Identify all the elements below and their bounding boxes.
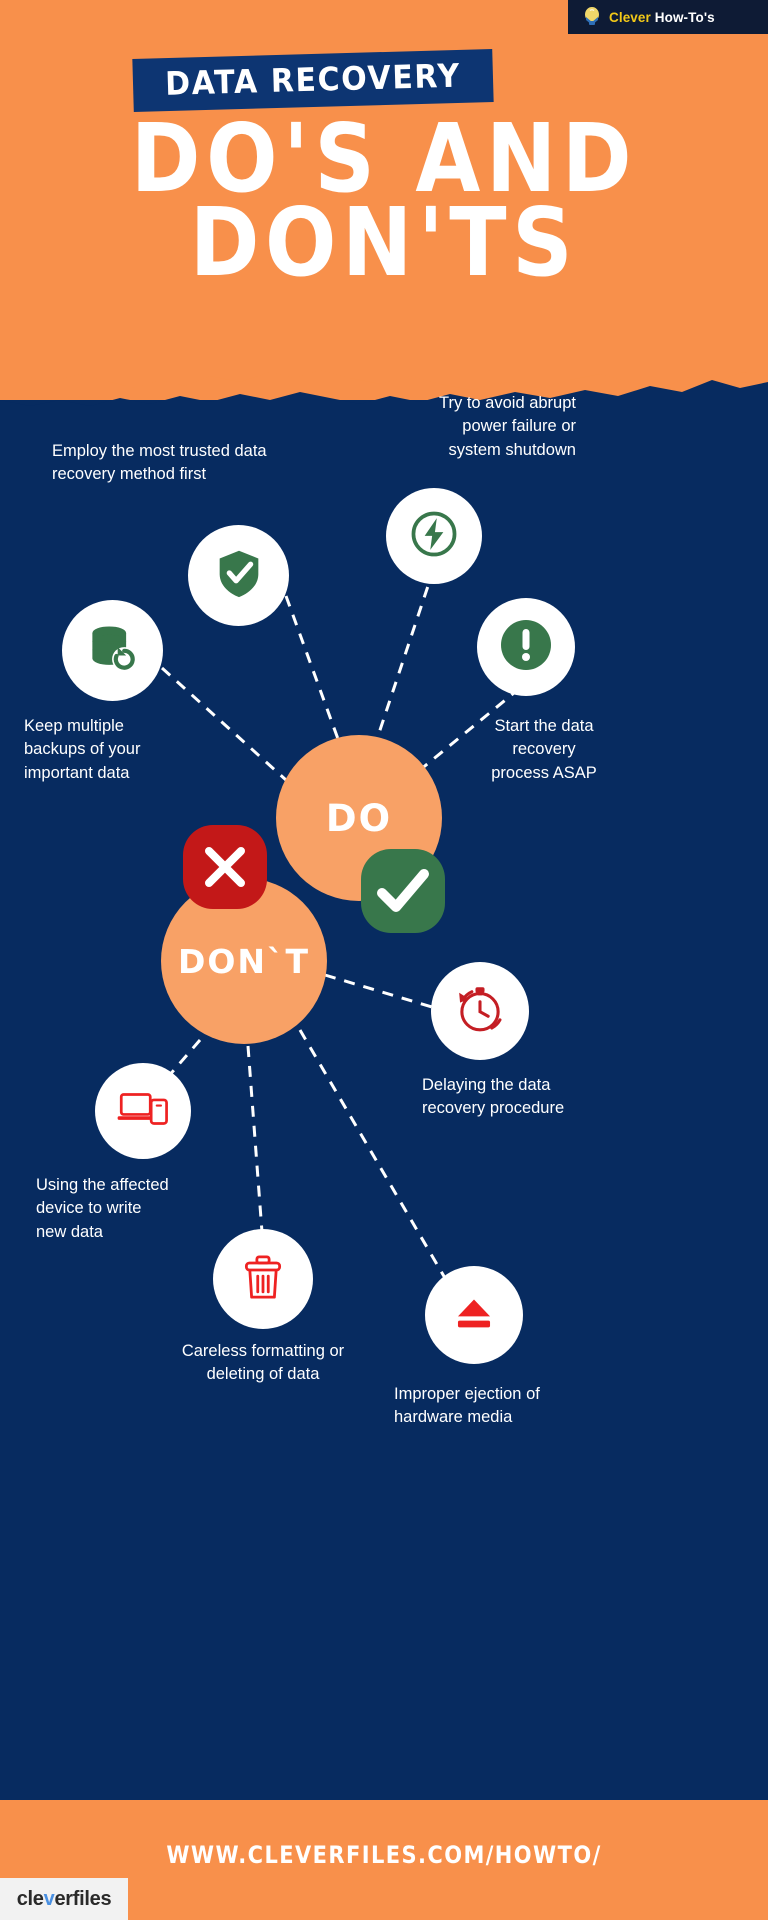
banner-label: DATA RECOVERY (164, 57, 462, 104)
connector-do-power (372, 567, 436, 749)
header-section: Clever How-To's DATA RECOVERY DO'S AND D… (0, 0, 768, 400)
caption-power-bolt: Try to avoid abrupt power failure or sys… (330, 392, 576, 462)
devices-icon (114, 1080, 172, 1143)
node-power-bolt[interactable] (386, 488, 482, 584)
caption-text: Keep multiple backups of your important … (24, 717, 141, 782)
caption-exclamation-circle: Start the data recovery process ASAP (468, 715, 620, 785)
caption-eject: Improper ejection of hardware media (394, 1383, 624, 1430)
diagram-section: DO DON`T (0, 394, 768, 1800)
caption-shield-check: Employ the most trusted data recovery me… (52, 440, 352, 487)
node-database-restore[interactable] (62, 600, 163, 701)
caption-clock-rewind: Delaying the data recovery procedure (422, 1074, 632, 1121)
node-clock-rewind[interactable] (431, 962, 529, 1060)
exclamation-circle-icon (496, 615, 556, 680)
power-bolt-icon (406, 506, 462, 567)
node-eject[interactable] (425, 1266, 523, 1364)
caption-text: Using the affected device to write new d… (36, 1176, 169, 1241)
caption-text: Employ the most trusted data recovery me… (52, 442, 267, 484)
connector-dont-eject (298, 1029, 454, 1291)
logo-text-post: erfiles (54, 1887, 112, 1910)
eject-icon (447, 1286, 501, 1345)
brand-name-highlight: Clever (609, 9, 651, 25)
logo-text-pre: cle (16, 1887, 44, 1910)
lightbulb-icon (582, 6, 602, 28)
caption-text: Start the data recovery process ASAP (491, 717, 597, 782)
clock-rewind-icon (451, 980, 509, 1043)
node-trash[interactable] (213, 1229, 313, 1329)
caption-text: Delaying the data recovery procedure (422, 1076, 565, 1118)
caption-text: Improper ejection of hardware media (394, 1385, 540, 1427)
node-devices[interactable] (95, 1063, 191, 1159)
hub-do-label: DO (325, 796, 393, 840)
brand-name: Clever How-To's (609, 10, 715, 25)
brand-badge[interactable]: Clever How-To's (568, 0, 768, 34)
footer-url[interactable]: WWW.CLEVERFILES.COM/HOWTO/ (166, 1841, 602, 1869)
hub-dont-label: DON`T (177, 941, 311, 981)
caption-text: Try to avoid abrupt power failure or sys… (439, 394, 576, 459)
torn-paper-edge-top (0, 352, 768, 412)
connector-do-database (160, 666, 288, 782)
x-mark-icon (183, 825, 267, 909)
caption-trash: Careless formatting or deleting of data (150, 1340, 376, 1387)
brand-name-rest: How-To's (654, 9, 715, 25)
check-mark-icon (361, 849, 445, 933)
trash-icon (235, 1249, 291, 1310)
logo-text-dot: v (43, 1887, 55, 1910)
shield-check-icon (210, 544, 268, 607)
caption-database-restore: Keep multiple backups of your important … (24, 715, 204, 785)
connector-dont-clock (324, 973, 433, 1009)
database-restore-icon (83, 618, 143, 683)
connector-do-shield (284, 595, 344, 751)
page-title-line1: DO'S AND (130, 102, 638, 214)
connector-dont-trash (246, 1045, 264, 1233)
caption-text: Careless formatting or deleting of data (181, 1342, 345, 1384)
page-title-line2: DON'TS (189, 186, 579, 298)
node-shield-check[interactable] (188, 525, 289, 626)
node-exclamation-circle[interactable] (477, 598, 575, 696)
caption-devices: Using the affected device to write new d… (36, 1174, 216, 1244)
connector-do-alert (419, 686, 521, 772)
